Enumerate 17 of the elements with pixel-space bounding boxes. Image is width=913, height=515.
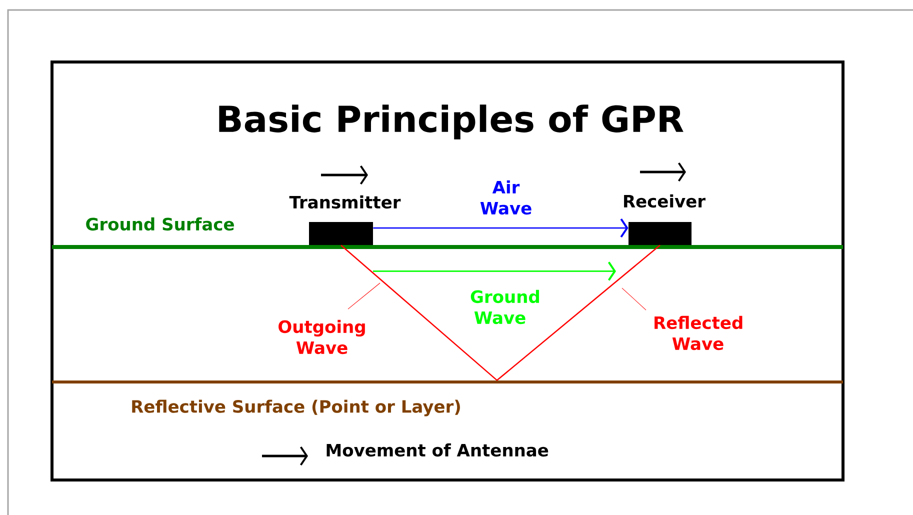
edge-label: Ground Wave bbox=[470, 290, 539, 324]
node-label: Receiver bbox=[624, 194, 706, 208]
edge-label: Reflected Wave bbox=[654, 316, 742, 350]
receiver-antenna: Receiver bbox=[624, 194, 706, 245]
wave-line bbox=[496, 244, 660, 381]
label: Ground Surface bbox=[86, 217, 234, 231]
label: Movement of Antennae bbox=[326, 443, 548, 457]
wave-line bbox=[340, 244, 498, 381]
reflective-surface: Reflective Surface (Point or Layer) bbox=[52, 380, 843, 416]
node-label: Reflective Surface (Point or Layer) bbox=[132, 400, 460, 416]
node-label: Transmitter bbox=[289, 195, 401, 209]
wave-line bbox=[373, 262, 616, 281]
wave-line bbox=[373, 218, 628, 238]
edge-label: Outgoing Wave bbox=[278, 320, 365, 354]
transmitter-antenna: Transmitter bbox=[289, 195, 401, 245]
diagram-title: Basic Principles of GPR bbox=[219, 104, 684, 140]
edge-label: Air Wave bbox=[480, 180, 532, 215]
